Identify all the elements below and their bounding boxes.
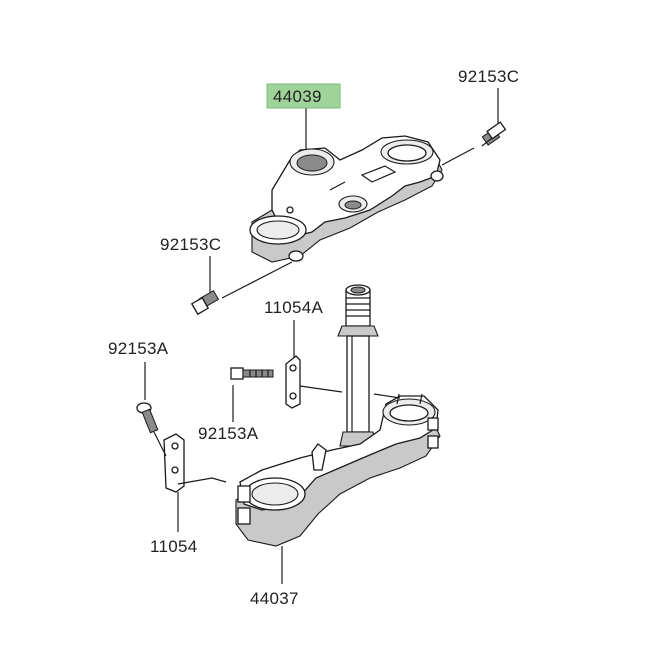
label-44037[interactable]: 44037 [250, 589, 299, 608]
bolt-upper-right [481, 121, 507, 147]
part-labels: 44039 92153C 92153C 11054A 92153A 92153A… [108, 67, 519, 608]
label-92153a-left[interactable]: 92153A [108, 339, 169, 358]
leader-lines [144, 88, 499, 584]
label-11054a[interactable]: 11054A [264, 298, 324, 317]
steering-stem [337, 284, 379, 466]
bracket-left [163, 433, 185, 493]
highlight-44039 [266, 83, 341, 109]
label-44039[interactable]: 44039 [273, 87, 322, 106]
bolt-center [230, 367, 274, 380]
bracket-center [285, 355, 301, 409]
upper-triple-clamp [249, 135, 444, 263]
label-92153a-center[interactable]: 92153A [198, 424, 259, 443]
bolt-upper-left [190, 289, 220, 316]
label-92153c-upper-left[interactable]: 92153C [160, 235, 221, 254]
bolt-left [136, 402, 159, 434]
label-92153c-upper-right[interactable]: 92153C [458, 67, 519, 86]
lower-triple-clamp [235, 393, 441, 547]
label-11054[interactable]: 11054 [150, 537, 198, 556]
